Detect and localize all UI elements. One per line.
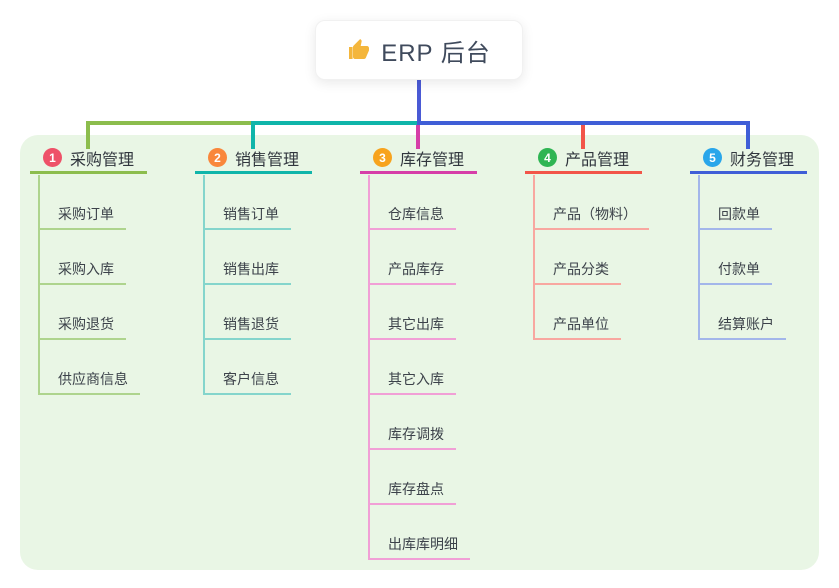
branch-number-badge: 1 (43, 148, 62, 167)
child-row: 结算账户 (700, 285, 786, 340)
connector-drop-branch-2 (251, 121, 255, 149)
connector-drop-branch-1 (86, 121, 90, 149)
branch-node-2[interactable]: 2 销售管理 (195, 144, 312, 174)
child-node[interactable]: 客户信息 (205, 369, 291, 395)
child-node[interactable]: 采购订单 (40, 204, 126, 230)
branch-node-5[interactable]: 5 财务管理 (690, 144, 807, 174)
child-node[interactable]: 产品（物料） (535, 204, 649, 230)
branch-column-3: 3 库存管理 仓库信息产品库存其它出库其它入库库存调拨库存盘点出库库明细 (360, 144, 525, 560)
child-row: 产品单位 (535, 285, 649, 340)
thumbs-up-icon (347, 38, 371, 62)
branch-column-4: 4 产品管理 产品（物料） 产品分类产品单位 (525, 144, 690, 340)
child-node[interactable]: 库存盘点 (370, 479, 456, 505)
child-row: 库存盘点 (370, 450, 470, 505)
child-node[interactable]: 产品单位 (535, 314, 621, 340)
branch-node-label: 财务管理 (730, 151, 795, 169)
child-row: 供应商信息 (40, 340, 140, 395)
child-row: 仓库信息 (370, 175, 470, 230)
connector-drop-branch-5 (746, 121, 750, 149)
branch-number-badge: 3 (373, 148, 392, 167)
branch-children: 产品（物料） 产品分类产品单位 (533, 175, 649, 340)
child-row: 产品库存 (370, 230, 470, 285)
child-row: 出库库明细 (370, 505, 470, 560)
child-node[interactable]: 销售订单 (205, 204, 291, 230)
branch-node-label: 产品管理 (565, 151, 630, 169)
child-row: 付款单 (700, 230, 786, 285)
child-node[interactable]: 采购入库 (40, 259, 126, 285)
child-row: 产品（物料） (535, 175, 649, 230)
child-row: 客户信息 (205, 340, 291, 395)
connector-drop-branch-4 (581, 125, 585, 149)
child-node[interactable]: 销售出库 (205, 259, 291, 285)
branch-number-badge: 4 (538, 148, 557, 167)
branch-node-4[interactable]: 4 产品管理 (525, 144, 642, 174)
child-node[interactable]: 出库库明细 (370, 534, 470, 560)
branch-node-1[interactable]: 1 采购管理 (30, 144, 147, 174)
connector-drop-branch-3 (416, 125, 420, 149)
branch-number-badge: 2 (208, 148, 227, 167)
child-row: 其它入库 (370, 340, 470, 395)
connector-h-branch-1 (86, 121, 255, 125)
child-node[interactable]: 产品库存 (370, 259, 456, 285)
connector-trunk (417, 80, 421, 125)
branches-panel (20, 135, 819, 570)
branch-children: 仓库信息产品库存其它出库其它入库库存调拨库存盘点出库库明细 (368, 175, 470, 560)
child-node[interactable]: 付款单 (700, 259, 772, 285)
child-node[interactable]: 其它入库 (370, 369, 456, 395)
branch-column-5: 5 财务管理 回款单付款单结算账户 (690, 144, 839, 340)
child-node[interactable]: 产品分类 (535, 259, 621, 285)
child-row: 销售退货 (205, 285, 291, 340)
child-node[interactable]: 回款单 (700, 204, 772, 230)
connector-h-branch-5 (417, 121, 750, 125)
child-node[interactable]: 仓库信息 (370, 204, 456, 230)
child-node[interactable]: 其它出库 (370, 314, 456, 340)
branch-node-label: 销售管理 (235, 151, 300, 169)
branch-column-2: 2 销售管理 销售订单销售出库销售退货客户信息 (195, 144, 360, 395)
child-node[interactable]: 库存调拨 (370, 424, 456, 450)
child-row: 回款单 (700, 175, 786, 230)
child-node[interactable]: 供应商信息 (40, 369, 140, 395)
root-node[interactable]: ERP 后台 (315, 20, 523, 80)
branch-children: 回款单付款单结算账户 (698, 175, 786, 340)
child-row: 其它出库 (370, 285, 470, 340)
child-node[interactable]: 采购退货 (40, 314, 126, 340)
branch-node-label: 库存管理 (400, 151, 465, 169)
branch-column-1: 1 采购管理 采购订单采购入库采购退货供应商信息 (30, 144, 195, 395)
child-node[interactable]: 销售退货 (205, 314, 291, 340)
connector-h-branch-2 (251, 121, 419, 125)
branch-node-label: 采购管理 (70, 151, 135, 169)
branch-number-badge: 5 (703, 148, 722, 167)
child-row: 产品分类 (535, 230, 649, 285)
branch-children: 采购订单采购入库采购退货供应商信息 (38, 175, 140, 395)
branch-node-3[interactable]: 3 库存管理 (360, 144, 477, 174)
child-row: 库存调拨 (370, 395, 470, 450)
child-row: 销售订单 (205, 175, 291, 230)
child-row: 采购订单 (40, 175, 140, 230)
child-row: 采购退货 (40, 285, 140, 340)
child-row: 采购入库 (40, 230, 140, 285)
child-node[interactable]: 结算账户 (700, 314, 786, 340)
root-node-label: ERP 后台 (381, 39, 491, 67)
branch-children: 销售订单销售出库销售退货客户信息 (203, 175, 291, 395)
child-row: 销售出库 (205, 230, 291, 285)
